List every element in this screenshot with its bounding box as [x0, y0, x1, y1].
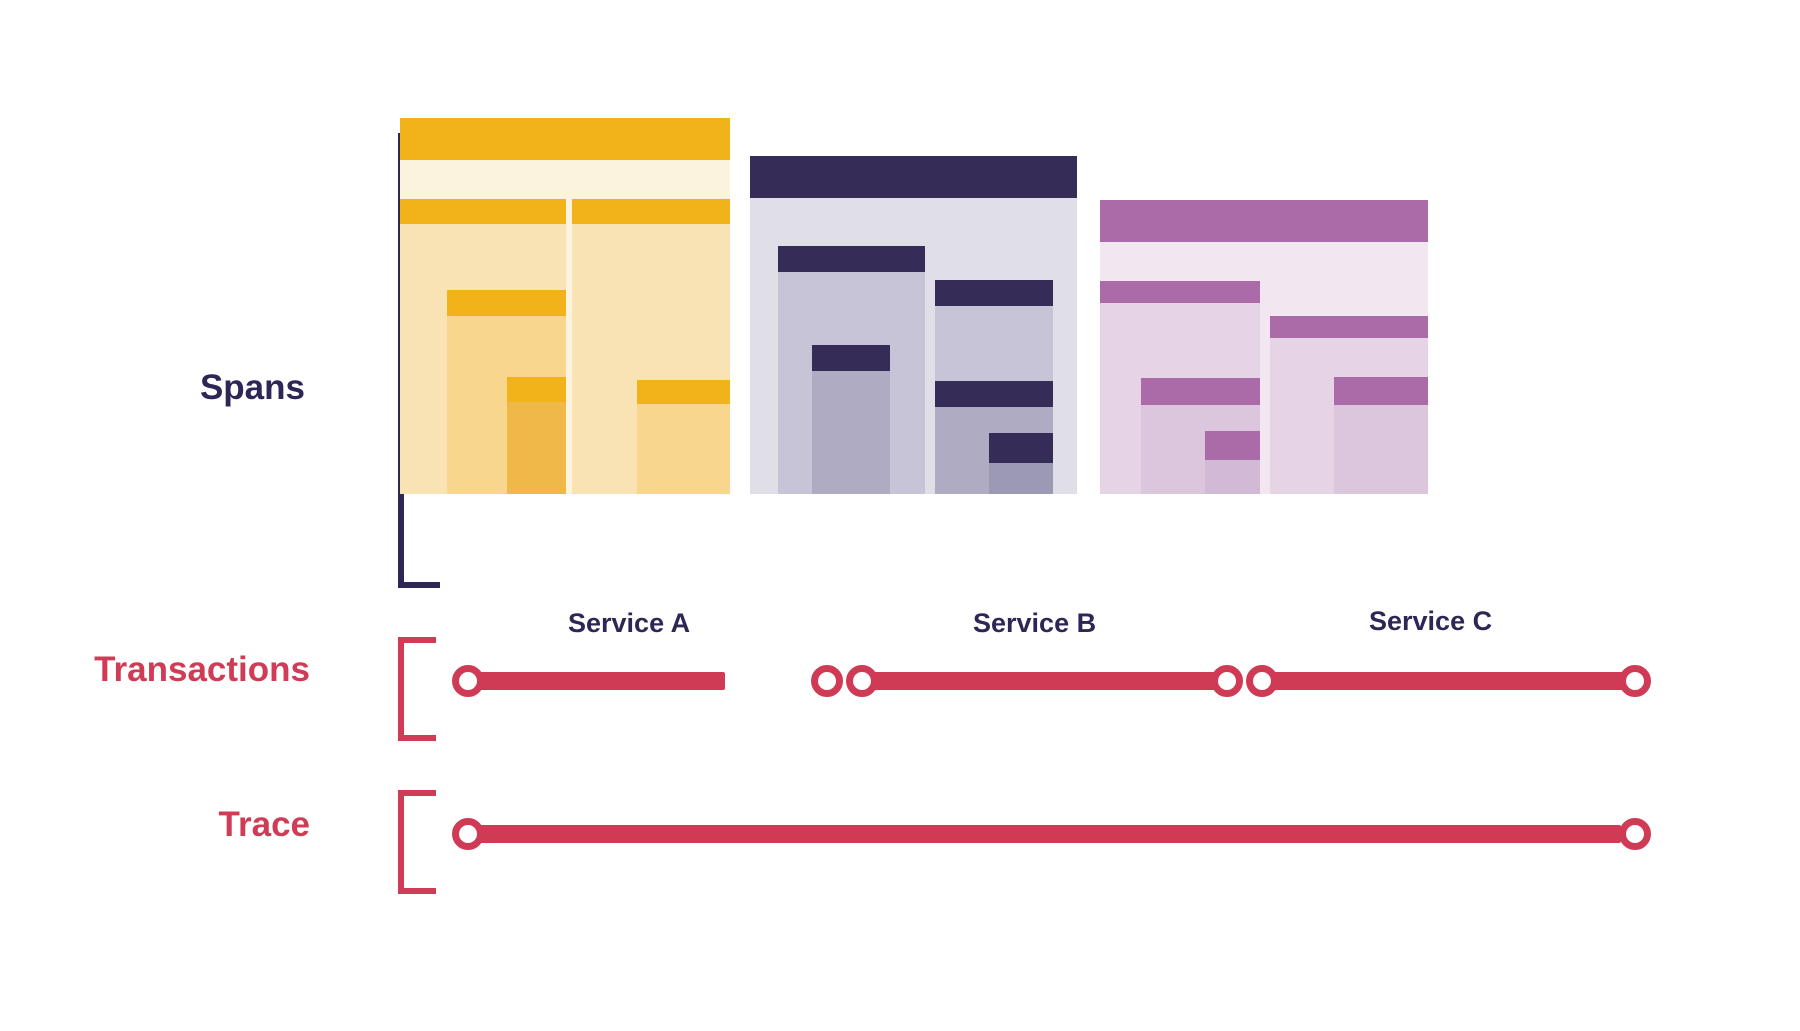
transaction-segment[interactable]: [1258, 672, 1633, 690]
transaction-end-node[interactable]: [1619, 665, 1651, 697]
transactions-bracket: [398, 637, 436, 741]
trace-bracket: [398, 790, 436, 894]
span-head: [1141, 378, 1260, 405]
transaction-end-node[interactable]: [1211, 665, 1243, 697]
service-label-a: Service A: [568, 608, 691, 638]
span-head: [400, 118, 730, 160]
span-head: [778, 246, 925, 272]
span-head: [1334, 377, 1428, 405]
transaction-end-node[interactable]: [811, 665, 843, 697]
span-head: [637, 380, 730, 404]
spans-row-label: Spans: [199, 368, 305, 407]
trace-end-node[interactable]: [1619, 818, 1651, 850]
span-head: [935, 280, 1053, 306]
span-head: [1100, 281, 1260, 303]
span-head: [750, 156, 1077, 198]
span-bar[interactable]: [637, 380, 730, 494]
span-head: [989, 433, 1053, 463]
span-bar[interactable]: [1334, 377, 1428, 494]
service-label-b: Service B: [973, 608, 1097, 638]
span-head: [1100, 200, 1428, 242]
span-head: [1205, 431, 1260, 460]
transaction-start-node[interactable]: [1246, 665, 1278, 697]
span-head: [812, 345, 890, 371]
span-bar[interactable]: [507, 377, 566, 494]
span-head: [1270, 316, 1428, 338]
trace-line[interactable]: [455, 825, 1621, 843]
transactions-row-label: Transactions: [94, 650, 310, 689]
service-label-c: Service C: [1369, 606, 1493, 636]
transaction-segment[interactable]: [858, 672, 1218, 690]
spans-chart: [400, 118, 1428, 494]
transaction-segment[interactable]: [455, 672, 725, 690]
trace-row-label: Trace: [218, 805, 310, 844]
span-bar[interactable]: [989, 433, 1053, 494]
span-bar[interactable]: [812, 345, 890, 494]
transaction-start-node[interactable]: [452, 665, 484, 697]
span-head: [935, 381, 1053, 407]
span-head: [447, 290, 566, 316]
transaction-start-node[interactable]: [846, 665, 878, 697]
span-head: [507, 377, 566, 402]
span-bar[interactable]: [1205, 431, 1260, 494]
span-head: [400, 199, 566, 224]
span-head: [572, 199, 730, 224]
trace-start-node[interactable]: [452, 818, 484, 850]
